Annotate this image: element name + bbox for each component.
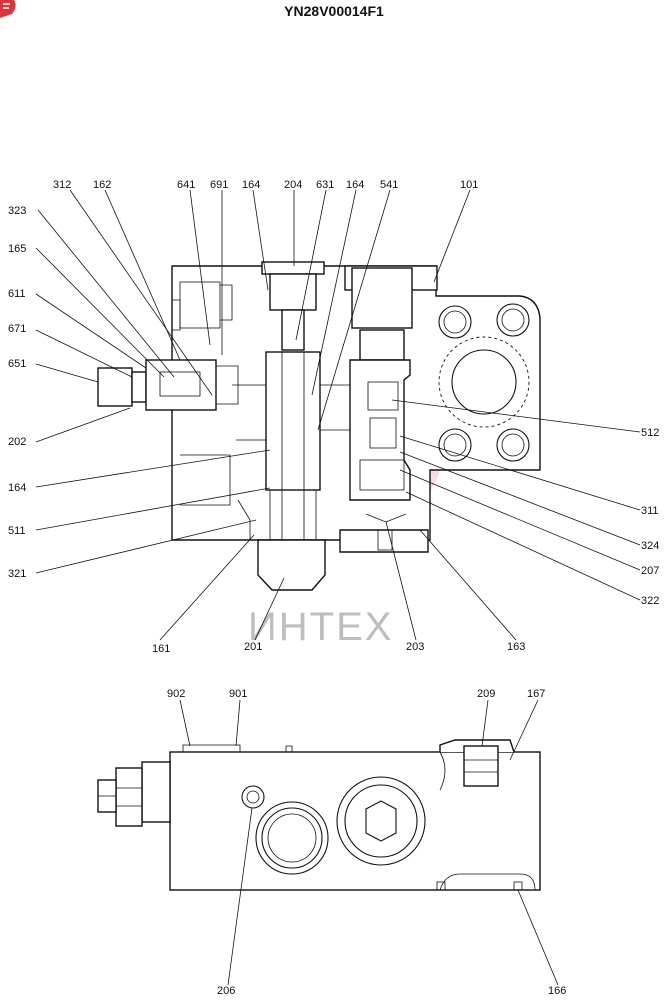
part-label: 164 <box>242 179 260 191</box>
part-label: 611 <box>8 288 26 300</box>
part-label: 201 <box>244 641 262 653</box>
part-label: 512 <box>641 427 659 439</box>
part-label: 207 <box>641 565 659 577</box>
part-label: 691 <box>210 179 228 191</box>
part-label: 162 <box>93 179 111 191</box>
part-label: 312 <box>53 179 71 191</box>
part-label: 321 <box>8 568 26 580</box>
part-label: 902 <box>167 688 185 700</box>
part-label: 164 <box>346 179 364 191</box>
part-label: 311 <box>641 505 659 517</box>
part-label: 101 <box>460 179 478 191</box>
part-label: 541 <box>380 179 398 191</box>
section-view <box>97 261 541 591</box>
part-label: 167 <box>527 688 545 700</box>
part-label: 901 <box>229 688 247 700</box>
side-view-leader-lines <box>179 699 559 986</box>
part-label: 631 <box>316 179 334 191</box>
part-label: 323 <box>8 205 26 217</box>
part-label: 511 <box>8 525 26 537</box>
part-label: 166 <box>548 985 566 997</box>
leader-lines <box>35 189 641 641</box>
drawing-title: YN28V00014F1 <box>284 3 384 19</box>
section-view-labels: 312 162 641 691 164 204 631 164 541 101 … <box>8 179 659 655</box>
side-view-labels: 902 901 209 167 206 166 <box>167 688 566 997</box>
side-view <box>97 739 541 891</box>
part-label: 204 <box>284 179 302 191</box>
part-label: 671 <box>8 323 26 335</box>
part-label: 209 <box>477 688 495 700</box>
part-label: 324 <box>641 540 659 552</box>
part-label: 641 <box>177 179 195 191</box>
part-label: 651 <box>8 358 26 370</box>
part-label: 203 <box>406 641 424 653</box>
part-label: 161 <box>152 643 170 655</box>
part-label: 163 <box>507 641 525 653</box>
part-label: 164 <box>8 482 26 494</box>
part-label: 165 <box>8 243 26 255</box>
brand-logo-icon <box>0 0 16 18</box>
part-label: 206 <box>217 985 235 997</box>
watermark-text: ИНТЕХ <box>248 605 393 649</box>
port-holes <box>438 303 530 462</box>
part-label: 322 <box>641 595 659 607</box>
part-label: 202 <box>8 436 26 448</box>
